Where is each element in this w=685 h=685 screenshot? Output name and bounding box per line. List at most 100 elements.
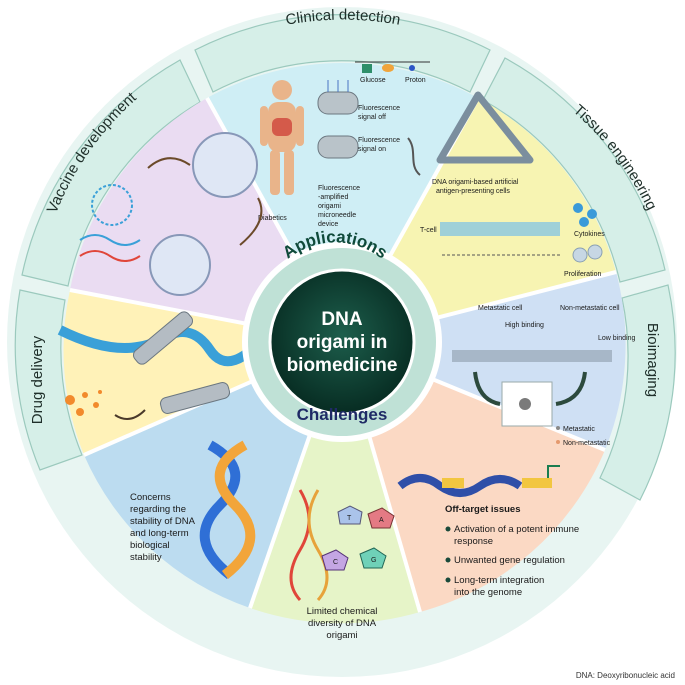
membrane-icon	[452, 350, 612, 362]
arrow-icon-1	[147, 157, 191, 169]
diabetics-label: Diabetics	[258, 215, 287, 222]
dna-strand-blue-icon	[79, 234, 141, 246]
vaccine-illustration	[79, 132, 263, 296]
ring-label-bioimaging: Bioimaging	[644, 323, 661, 397]
offtarget-title: Off-target issues	[445, 504, 521, 515]
dna-helix-strand-2	[307, 489, 329, 602]
arrow-right-icon	[555, 371, 587, 406]
stability-line2: regarding the	[130, 504, 186, 515]
base-c-label: C	[333, 559, 338, 566]
challenges-label: Challenges	[297, 405, 388, 424]
bioimaging-illustration: Metastatic cell Non-metastatic cell High…	[452, 305, 635, 447]
non-metastatic-cell-label: Non-metastatic cell	[560, 305, 620, 312]
hub-core	[268, 268, 416, 416]
device-line3: origami	[318, 203, 341, 210]
plot-cluster-icon	[519, 398, 531, 410]
offtarget-bullet3-line2: into the genome	[454, 587, 522, 598]
offtarget-panel: Off-target issues Activation of a potent…	[397, 465, 579, 598]
ring-segment-vaccine	[21, 59, 201, 287]
center-title-line3: biomedicine	[287, 355, 398, 376]
legend-non-metastatic-label: Non-metastatic	[563, 440, 611, 447]
origami-polyhedron-icon-1	[192, 132, 258, 198]
lipid-membrane-icon	[57, 325, 274, 367]
device-line1: Fluorescence	[318, 185, 360, 192]
device-line2: -amplified	[318, 194, 348, 201]
origami-tube-icon	[317, 80, 359, 159]
cytokines-label: Cytokines	[574, 231, 605, 238]
microneedle-icon	[407, 137, 421, 176]
base-a-icon	[367, 507, 395, 529]
base-c-icon	[321, 549, 349, 571]
ring-segment-bioimaging	[599, 284, 676, 501]
chem-line1: Limited chemical	[307, 606, 378, 617]
nucleosome-dna-icon	[397, 474, 523, 497]
device-line4: microneedle	[318, 212, 356, 219]
curved-arrow-icon	[114, 409, 146, 420]
dna-helix-strand-1	[289, 489, 311, 602]
stability-line1: Concerns	[130, 492, 171, 503]
base-t-icon	[337, 505, 363, 525]
dna-strand-red-icon	[79, 250, 141, 262]
glucose-icon	[362, 64, 372, 73]
stability-line4: and long-term	[130, 528, 189, 539]
apc-line1: DNA origami-based artificial	[432, 179, 519, 186]
drug-illustration	[57, 311, 274, 420]
center-title-line1: DNA	[321, 309, 362, 330]
center-title-line2: origami in	[297, 332, 388, 353]
chem-panel: T A C G Limited chemical diversity of DN…	[289, 489, 395, 641]
circular-dna-icon	[91, 184, 133, 226]
signal-on-line1: Fluorescence	[358, 137, 400, 144]
metastatic-cell-label: Metastatic cell	[478, 305, 523, 312]
ring-label-drug: Drug delivery	[29, 335, 46, 424]
stability-line5: biological	[130, 540, 170, 551]
signal-on-line2: signal on	[358, 146, 386, 153]
tissue-illustration: DNA origami-based artificial antigen-pre…	[420, 91, 605, 278]
high-binding-label: High binding	[505, 322, 544, 329]
gene-block-icon-1	[442, 478, 464, 488]
signal-off-line2: signal off	[358, 114, 386, 121]
stability-line6: stability	[130, 552, 162, 563]
offtarget-bullet1-line2: response	[454, 536, 493, 547]
base-g-label: G	[371, 557, 376, 564]
base-t-label: T	[347, 515, 352, 522]
stability-panel: Concerns regarding the stability of DNA …	[130, 440, 256, 579]
promoter-arrow-icon	[547, 465, 560, 478]
legend-dot-non-metastatic	[556, 440, 560, 444]
arrow-icon-2	[239, 197, 263, 246]
chem-line2: diversity of DNA	[308, 618, 377, 629]
clinical-illustration: Glucose Proton Fluorescence signal off F…	[258, 61, 430, 228]
base-a-label: A	[379, 517, 384, 524]
glucose-label: Glucose	[360, 77, 386, 84]
offtarget-bullet3-line1: Long-term integration	[454, 575, 544, 586]
proton-label: Proton	[405, 77, 426, 84]
origami-polyhedron-icon-2	[149, 234, 211, 296]
offtarget-bullet2: Unwanted gene regulation	[454, 555, 565, 566]
cytokines-icon	[573, 203, 597, 227]
arrow-left-icon	[473, 371, 501, 406]
gene-block-icon-2	[522, 478, 552, 488]
bullet-2	[445, 557, 451, 563]
drug-molecules-icon	[65, 390, 102, 416]
nanotube-cargo-icon	[159, 382, 231, 414]
bullet-3	[445, 577, 451, 583]
base-g-icon	[359, 547, 387, 569]
ring-label-clinical: Clinical detection	[284, 7, 401, 29]
signal-off-line1: Fluorescence	[358, 105, 400, 112]
human-body-icon	[260, 80, 304, 195]
offtarget-bullet1-line1: Activation of a potent immune	[454, 524, 579, 535]
double-helix-strand-2	[214, 440, 256, 579]
proliferation-icon	[572, 244, 603, 263]
device-line5: device	[318, 221, 338, 228]
proliferation-label: Proliferation	[564, 271, 601, 278]
bullet-1	[445, 526, 451, 532]
proton-icon	[409, 65, 415, 71]
low-binding-label: Low binding	[598, 335, 635, 342]
ring-segment-drug	[14, 289, 83, 471]
ring-segment-clinical	[194, 14, 491, 93]
footnote: DNA: Deoxyribonucleic acid	[576, 671, 675, 680]
ring-segment-tissue	[482, 57, 666, 283]
legend-dot-metastatic	[556, 426, 560, 430]
chem-line3: origami	[326, 630, 357, 641]
